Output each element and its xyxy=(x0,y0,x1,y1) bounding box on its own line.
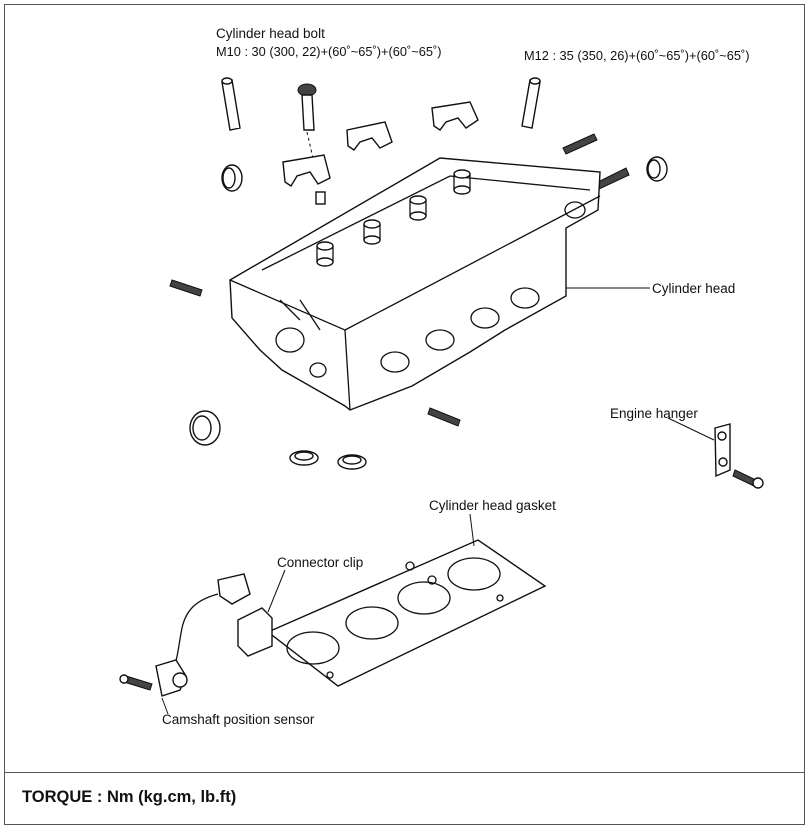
torque-units-note: TORQUE : Nm (kg.cm, lb.ft) xyxy=(22,788,237,806)
plug-right-upper xyxy=(646,156,668,182)
cylinder-head-bolt-title: Cylinder head bolt xyxy=(216,26,325,41)
cylinder-head-bolt-m10 xyxy=(297,83,326,205)
plug-left-lower xyxy=(189,410,221,446)
cylinder-head-bolt-left xyxy=(221,77,241,131)
seal-lower-1 xyxy=(289,450,319,466)
camshaft-bearing-cap-3 xyxy=(282,154,331,187)
cylinder-head-bolt-m10-spec: M10 : 30 (300, 22)+(60˚~65˚)+(60˚~65˚) xyxy=(216,44,442,59)
camshaft-position-sensor-label: Camshaft position sensor xyxy=(162,712,315,727)
diagram-frame xyxy=(4,4,805,825)
camshaft-position-sensor xyxy=(119,573,251,715)
engine-hanger-bolt xyxy=(732,469,764,489)
camshaft-bearing-cap-1 xyxy=(346,121,393,151)
stud-left xyxy=(169,279,203,297)
engine-hanger-label: Engine hanger xyxy=(610,406,698,421)
stud-upper-right-1 xyxy=(562,133,598,155)
stud-lower xyxy=(427,407,461,427)
engine-hanger xyxy=(667,417,731,478)
cylinder-head-bolt-right xyxy=(521,77,541,129)
cylinder-head-bolt-m12-spec: M12 : 35 (350, 26)+(60˚~65˚)+(60˚~65˚) xyxy=(524,48,750,63)
connector-clip-label: Connector clip xyxy=(277,555,364,570)
connector-clip xyxy=(237,569,286,657)
cylinder-head-label: Cylinder head xyxy=(652,281,736,296)
cylinder-head-gasket-label: Cylinder head gasket xyxy=(429,498,556,513)
footer-divider xyxy=(4,772,805,773)
cylinder-head-body xyxy=(229,157,601,411)
seal-lower-2 xyxy=(337,454,367,470)
camshaft-bearing-cap-2 xyxy=(431,101,479,131)
plug-left-upper xyxy=(221,164,243,192)
cylinder-head-gasket xyxy=(266,513,547,687)
